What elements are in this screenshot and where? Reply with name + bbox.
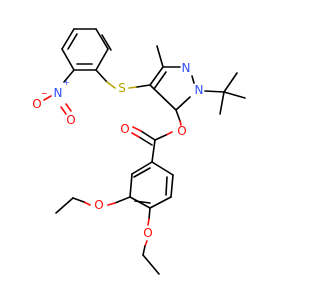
oxygen-atom-label: O <box>32 97 41 111</box>
nitrogen-atom-label: N <box>182 61 191 75</box>
nitrogen-atom-label: N <box>195 83 204 97</box>
bond <box>55 197 74 214</box>
bond <box>129 196 151 209</box>
bond <box>223 91 246 99</box>
bond <box>147 218 150 226</box>
bond <box>131 161 153 175</box>
bond <box>170 174 174 198</box>
positive-charge-label: + <box>63 78 70 87</box>
oxygen-atom-label: O <box>66 113 75 127</box>
bond <box>165 131 173 136</box>
oxygen-atom-label: O <box>177 124 186 138</box>
bond <box>95 69 108 83</box>
bond <box>151 161 174 176</box>
sulfur-atom-label: S <box>118 81 126 95</box>
bond <box>132 126 142 132</box>
bond <box>136 84 151 88</box>
bond <box>142 245 146 256</box>
bond <box>43 95 52 101</box>
bond <box>106 81 116 89</box>
bond <box>165 176 168 196</box>
bond <box>191 75 195 84</box>
bond <box>134 200 151 204</box>
bond <box>72 197 85 203</box>
bond <box>61 28 75 50</box>
nitrogen-atom-label: N <box>54 86 63 100</box>
bond <box>128 86 138 89</box>
bond <box>223 72 238 93</box>
bond <box>144 240 148 247</box>
bond <box>142 254 160 275</box>
bond <box>138 136 153 146</box>
bond <box>140 130 156 141</box>
bond <box>129 173 133 198</box>
oxygen-atom-label: O <box>120 122 129 136</box>
bond <box>63 69 75 83</box>
bond <box>60 106 67 115</box>
bond <box>219 91 225 115</box>
atom-label-layer: N N S N + O − O O O O O <box>32 61 203 240</box>
bond <box>65 103 72 112</box>
bond-layer <box>43 28 246 275</box>
bond <box>67 33 78 50</box>
bond <box>149 84 177 111</box>
bond <box>156 45 164 68</box>
bond <box>101 34 112 51</box>
bond <box>95 48 109 71</box>
bond <box>175 109 181 122</box>
bond <box>107 202 116 206</box>
bond <box>133 167 151 178</box>
molecule-structure-diagram: N N S N + O − O O O O O <box>32 28 246 275</box>
bond <box>131 132 140 138</box>
bond <box>148 207 151 220</box>
bond <box>154 134 167 141</box>
bond <box>151 139 156 163</box>
bond <box>175 96 191 111</box>
bond <box>61 48 75 71</box>
oxygen-atom-label: O <box>143 226 152 240</box>
bond <box>153 71 167 90</box>
bond <box>114 196 131 204</box>
bond <box>179 120 182 126</box>
oxygen-atom-label: O <box>94 198 103 212</box>
bond <box>83 201 91 206</box>
bond <box>95 28 109 50</box>
bond <box>149 196 172 209</box>
negative-charge-label: − <box>41 89 48 98</box>
bond <box>149 66 164 86</box>
bond <box>204 90 225 93</box>
